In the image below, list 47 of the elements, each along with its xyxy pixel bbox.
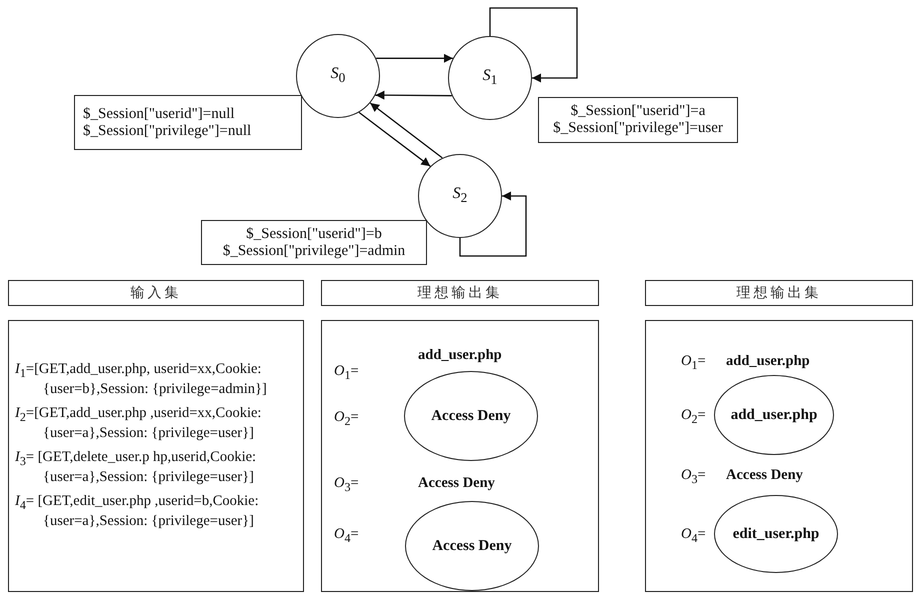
heading-text: 理想输出集 xyxy=(418,284,502,302)
output-value-text: Access Deny xyxy=(418,475,495,491)
session-text: $_Session["userid"]=null xyxy=(83,106,236,122)
session-text: $_Session["userid"]=a xyxy=(570,103,706,120)
output-value-text: Access Deny xyxy=(431,408,511,424)
column-heading-box xyxy=(8,280,304,306)
transition-arrow xyxy=(370,102,443,158)
output-value-text: edit_user.php xyxy=(732,526,820,542)
heading-text: 输入集 xyxy=(130,284,182,302)
output-value-text: add_user.php xyxy=(730,406,818,424)
output-label: O$_{1}$= xyxy=(334,363,359,383)
state-label: S$_{0}$ xyxy=(330,65,346,87)
output-label: O$_{3}$= xyxy=(334,475,359,495)
session-text: $_Session["privilege"]=null xyxy=(83,122,252,140)
output-value-text: add_user.php xyxy=(726,353,810,369)
session-note-box xyxy=(201,220,427,265)
transition-arrow xyxy=(376,54,453,63)
output-label: O$_{3}$= xyxy=(681,467,706,487)
output-value-text: Access Deny xyxy=(432,538,512,554)
self-loop-arrow xyxy=(459,192,527,257)
output-set-panel xyxy=(645,320,913,592)
column-heading-box xyxy=(645,280,913,306)
output-value-text: add_user.php xyxy=(418,347,502,363)
session-text: $_Session["privilege"]=admin xyxy=(222,242,406,260)
output-label: O$_{2}$= xyxy=(681,407,706,427)
input-rule-text: I$_{4}$= [GET,edit_user.php ,userid=b,Cookie: {user=a},Session: {privilege=user}] xyxy=(15,493,260,529)
output-label: O$_{4}$= xyxy=(334,526,359,546)
output-label: O$_{1}$= xyxy=(681,353,706,373)
self-loop-arrow xyxy=(489,7,578,82)
output-label: O$_{2}$= xyxy=(334,409,359,429)
input-set-panel xyxy=(8,320,304,592)
input-rule-text: I$_{2}$=[GET,add_user.php ,userid=xx,Cookie: {user=a},Session: {privilege=user}] xyxy=(15,405,262,441)
transition-arrow xyxy=(375,90,452,100)
state-label: S$_{2}$ xyxy=(452,185,468,207)
input-rule-text: I$_{1}$=[GET,add_user.php, userid=xx,Cookie: {user=b},Session: {privilege=admin}] xyxy=(15,361,268,397)
transition-arrow xyxy=(358,112,431,167)
state-label: S$_{1}$ xyxy=(482,67,498,89)
output-label: O$_{4}$= xyxy=(681,526,706,546)
column-heading-box xyxy=(321,280,599,306)
input-rule-text: I$_{3}$= [GET,delete_user.p hp,userid,Cookie: {user=a},Session: {privilege=user}] xyxy=(15,449,258,485)
output-value-text: Access Deny xyxy=(726,467,803,483)
session-note-box xyxy=(74,95,302,150)
heading-text: 理想输出集 xyxy=(736,284,822,302)
output-set-panel xyxy=(321,320,599,592)
session-note-box xyxy=(538,97,738,143)
session-text: $_Session["privilege"]=user xyxy=(552,120,724,137)
session-text: $_Session["userid"]=b xyxy=(245,226,383,242)
